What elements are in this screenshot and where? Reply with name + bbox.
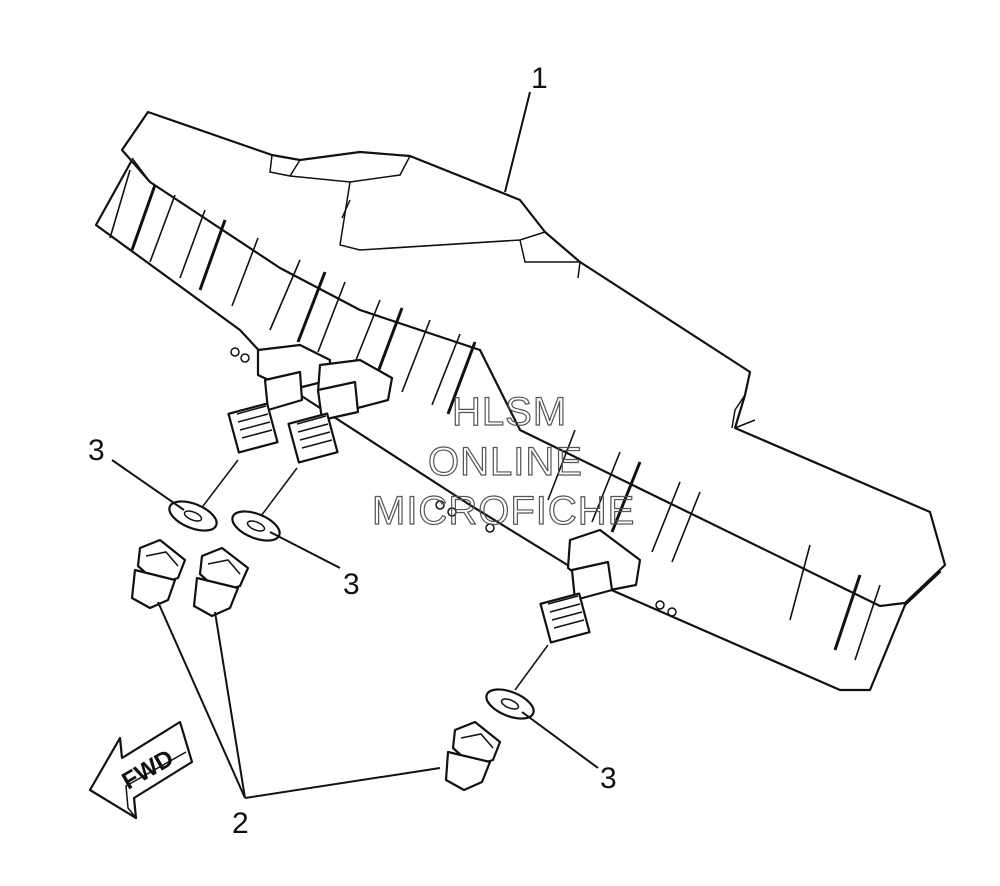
callout-3-left: 3 [88, 434, 105, 467]
callout-3-center: 3 [343, 568, 360, 601]
callout-2: 2 [232, 807, 249, 840]
watermark: HLSM ONLINE MICROFICHE [371, 389, 635, 533]
watermark-line-1: HLSM [452, 390, 567, 434]
mounting-stud-left [227, 370, 304, 454]
side-wall-ribs [109, 169, 881, 661]
underside-pins [230, 347, 677, 617]
watermark-line-2: ONLINE [428, 440, 583, 484]
callout-3-right: 3 [600, 762, 617, 795]
washer-center [231, 510, 281, 542]
leader-lines [111, 91, 599, 799]
forward-direction-arrow: FWD [88, 720, 194, 820]
washer-right [485, 688, 535, 720]
watermark-line-3: MICROFICHE [372, 489, 635, 533]
mounting-stud-center [287, 380, 360, 464]
callout-1: 1 [531, 62, 548, 95]
acorn-nut-center [192, 546, 250, 618]
acorn-nut-left [130, 538, 187, 610]
mounting-stud-right [539, 560, 614, 644]
acorn-nut-right [444, 720, 502, 792]
